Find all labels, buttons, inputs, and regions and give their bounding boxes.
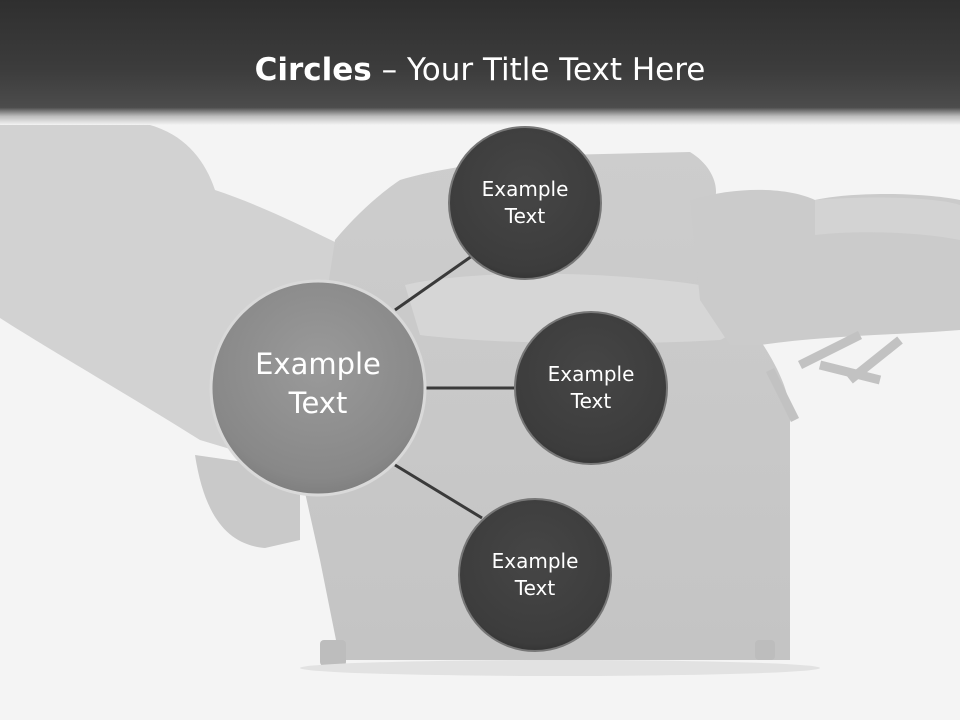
- node-bottom-line2: Text: [514, 576, 556, 600]
- node-circle-top: [448, 126, 602, 280]
- node-top-line2: Text: [504, 204, 546, 228]
- slide-title-rest: – Your Title Text Here: [371, 52, 706, 88]
- slide-title: Circles – Your Title Text Here: [0, 52, 960, 88]
- node-circle-middle: [514, 311, 668, 465]
- connector-line-top: [394, 254, 473, 312]
- center-label-line2: Text: [288, 386, 348, 421]
- node-label-top: Example Text: [465, 176, 585, 230]
- node-bottom-line1: Example: [491, 549, 579, 573]
- connector-line-bottom: [394, 463, 483, 520]
- center-label-line1: Example: [255, 347, 381, 381]
- slide-title-bold: Circles: [254, 52, 372, 88]
- node-middle-line1: Example: [547, 362, 635, 386]
- center-circle-label: Example Text: [218, 345, 418, 423]
- node-circle-bottom: [458, 498, 612, 652]
- node-middle-line2: Text: [570, 389, 612, 413]
- node-label-middle: Example Text: [531, 361, 651, 415]
- center-circle: [209, 279, 427, 497]
- title-bar: [0, 0, 960, 125]
- node-top-line1: Example: [481, 177, 569, 201]
- node-label-bottom: Example Text: [475, 548, 595, 602]
